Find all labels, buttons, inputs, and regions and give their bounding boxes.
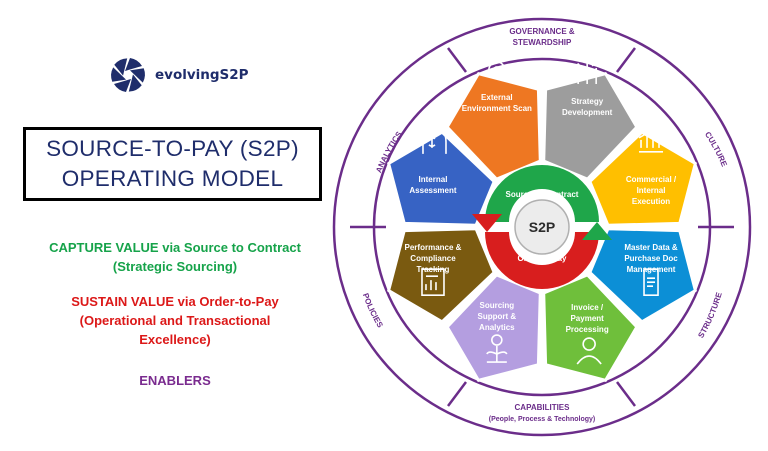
hub-bottom-label: Order-to-Pay xyxy=(518,254,567,263)
sustain-line-1: SUSTAIN VALUE via Order-to-Pay xyxy=(71,294,279,309)
title-box: SOURCE-TO-PAY (S2P) OPERATING MODEL xyxy=(23,127,322,201)
segment-sourcing-label-3: Analytics xyxy=(479,323,515,332)
hub-top-label: Source-to-Contract xyxy=(506,190,579,199)
page-title-line-1: SOURCE-TO-PAY (S2P) xyxy=(46,136,299,161)
gears-scan-icon xyxy=(482,56,512,84)
segment-internal xyxy=(387,130,496,227)
segment-external-label-1: External xyxy=(481,93,513,102)
brand-logo: evolvingS2P xyxy=(106,55,249,95)
growth-arrows-icon-glyph xyxy=(573,54,601,84)
segment-invoice-label-1: Invoice / xyxy=(571,303,604,312)
segment-invoice xyxy=(542,273,639,382)
segment-commercial-label-3: Execution xyxy=(632,197,670,206)
segment-masterdata-label-3: Management xyxy=(627,265,676,274)
segment-commercial xyxy=(588,130,697,227)
segment-performance-label-2: Compliance xyxy=(410,254,456,263)
enablers-text: ENABLERS xyxy=(139,373,211,388)
coin-plant-icon xyxy=(486,334,508,363)
segment-sourcing xyxy=(445,273,542,382)
ring-capabilities-line1: CAPABILITIES xyxy=(515,403,571,412)
segment-internal-label-1: Internal xyxy=(419,175,448,184)
hub-center-label: S2P xyxy=(529,219,555,235)
chart-hand-icon-glyph xyxy=(638,128,664,153)
hub-bottom-arrow xyxy=(472,214,502,232)
segment-external-label-2: Environment Scan xyxy=(462,104,532,113)
hub-top-arrow xyxy=(582,222,612,240)
hub-top-arc xyxy=(485,165,599,222)
capture-value-text: CAPTURE VALUE via Source to Contract (St… xyxy=(30,238,320,276)
segment-performance xyxy=(387,227,496,324)
segment-commercial-label-2: Internal xyxy=(637,186,666,195)
segment-masterdata-label-2: Purchase Doc xyxy=(624,254,678,263)
segment-invoice-label-2: Payment xyxy=(570,314,604,323)
coin-plant-icon-glyph xyxy=(486,334,508,363)
segment-performance-label-3: Tracking xyxy=(417,265,450,274)
segment-sourcing-label-2: Support & xyxy=(478,312,517,321)
capture-line-1: CAPTURE VALUE via Source to Contract xyxy=(49,240,301,255)
ring-dividers xyxy=(350,47,734,407)
segment-commercial-label-1: Commercial / xyxy=(626,175,677,184)
dollar-head-icon xyxy=(422,128,447,154)
aperture-logo-icon xyxy=(111,58,145,92)
segment-sourcing-label-1: Sourcing xyxy=(480,301,515,310)
segment-masterdata xyxy=(588,227,697,324)
ring-governance-line1: GOVERNANCE & xyxy=(509,27,575,36)
segment-strategy-label-2: Development xyxy=(562,108,613,117)
center-hub: S2P Source-to-Contract Order-to-Pay xyxy=(472,165,612,289)
ring-governance-line2: STEWARDSHIP xyxy=(513,38,572,47)
sustain-line-3: Excellence) xyxy=(139,332,211,347)
segment-performance-label-1: Performance & xyxy=(405,243,462,252)
person-gear-icon xyxy=(576,337,602,365)
sustain-line-2: (Operational and Transactional xyxy=(79,313,271,328)
mobile-payment-icon xyxy=(643,268,659,296)
mobile-payment-icon-glyph xyxy=(643,268,659,296)
growth-arrows-icon xyxy=(573,54,601,84)
capture-line-2: (Strategic Sourcing) xyxy=(112,259,238,274)
report-chart-icon-glyph xyxy=(421,268,445,296)
dollar-head-icon-glyph xyxy=(422,128,447,154)
hub-bottom-arc xyxy=(485,232,599,289)
hub-center-circle xyxy=(514,199,570,255)
page-title-line-2: OPERATING MODEL xyxy=(61,166,284,191)
ring-capabilities-line2: (People, Process & Technology) xyxy=(489,416,595,423)
segment-strategy-label-1: Strategy xyxy=(571,97,604,106)
sustain-value-text: SUSTAIN VALUE via Order-to-Pay (Operatio… xyxy=(30,292,320,349)
segment-masterdata-label-1: Master Data & xyxy=(624,243,678,252)
logo-text: evolvingS2P xyxy=(155,67,249,83)
person-gear-icon-glyph xyxy=(576,337,602,365)
segment-internal-label-2: Assessment xyxy=(409,186,456,195)
gears-scan-icon-glyph xyxy=(482,56,512,84)
segment-strategy xyxy=(542,72,639,181)
chart-hand-icon xyxy=(638,128,664,153)
segment-invoice-label-3: Processing xyxy=(566,325,609,334)
report-chart-icon xyxy=(421,268,445,296)
